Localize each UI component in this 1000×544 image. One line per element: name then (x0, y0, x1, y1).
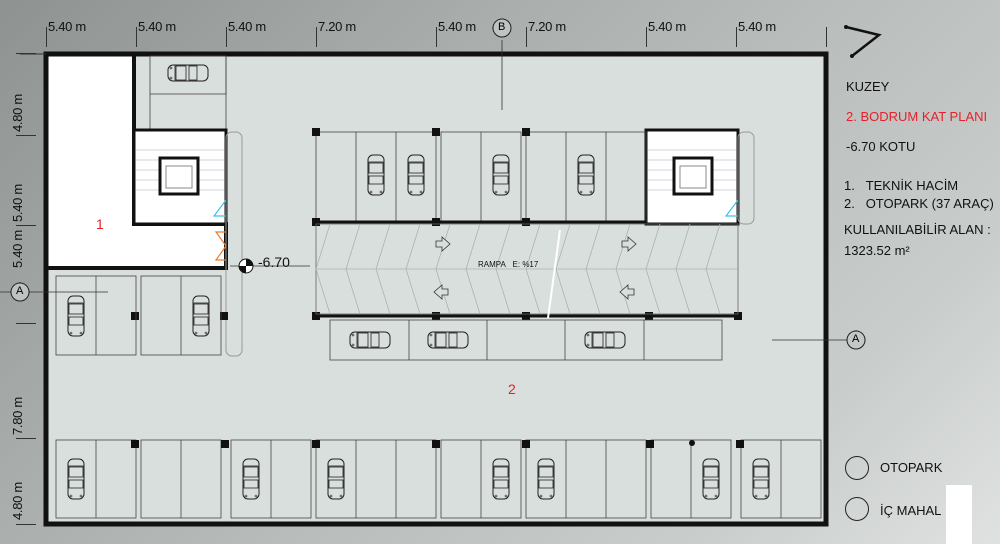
dimension-label: 5.40 m (138, 19, 176, 34)
legend-item-1: 1. TEKNİK HACİM (844, 178, 958, 193)
dimension-label: 5.40 m (228, 19, 266, 34)
room-number-1: 1 (96, 216, 104, 232)
section-marker-label: A (16, 285, 24, 297)
dimension-label: 7.20 m (528, 19, 566, 34)
level-marker-label: -6.70 (258, 254, 290, 270)
dimension-label: 5.40 m (738, 19, 776, 34)
dimension-tick (16, 438, 36, 439)
parking-row-left (55, 275, 222, 356)
level-marker-icon (238, 258, 254, 274)
room-number-2: 2 (508, 381, 516, 397)
door-blue (212, 199, 227, 217)
section-marker-label: B (498, 21, 506, 33)
legend-item-text: OTOPARK (37 ARAÇ) (865, 196, 994, 211)
north-label: KUZEY (846, 79, 890, 94)
dimension-tick (316, 27, 317, 47)
section-marker-b (492, 18, 512, 38)
ramp-slope: E: %17 (512, 260, 539, 269)
arrow-left-icon (433, 284, 635, 300)
legend-item-2: 2. OTOPARK (37 ARAÇ) (844, 196, 994, 211)
dimension-tick (226, 27, 227, 47)
key-circle-ic-mahal (845, 497, 869, 521)
dimension-tick (16, 225, 36, 226)
dimension-tick (16, 323, 36, 324)
level-label: -6.70 KOTU (846, 139, 916, 154)
north-arrow-icon (845, 25, 882, 57)
plan-title: 2. BODRUM KAT PLANI (846, 109, 988, 124)
ramp-label: RAMPA E: %17 (478, 260, 538, 269)
dimension-label: 7.20 m (318, 19, 356, 34)
section-marker-a-left (10, 282, 30, 302)
ramp-name: RAMPA (478, 260, 506, 269)
arrow-right-icon (435, 236, 637, 252)
area-value: 1323.52 m² (844, 243, 910, 258)
legend-item-number: 2. (844, 196, 855, 211)
dimension-label: 5.40 m (438, 19, 476, 34)
area-label: KULLANILABİLİR ALAN : (844, 222, 991, 237)
parking-row-middle (329, 319, 723, 361)
dimension-label: 5.40 m (48, 19, 86, 34)
legend-item-text: TEKNİK HACİM (865, 178, 959, 193)
key-circle-otopark (845, 456, 869, 480)
dimension-tick (136, 27, 137, 47)
dimension-tick (16, 135, 36, 136)
legend-item-number: 1. (844, 178, 855, 193)
dimension-tick (826, 27, 827, 47)
dimension-tick (526, 27, 527, 47)
dimension-tick (46, 27, 47, 47)
section-marker-a-right (846, 330, 866, 350)
section-marker-label: A (852, 333, 860, 345)
dimension-label: 5.40 m (648, 19, 686, 34)
ramp (315, 223, 739, 315)
dimension-tick (16, 524, 36, 525)
technical-room-area (48, 56, 226, 268)
door-blue (724, 199, 739, 217)
dimension-tick (736, 27, 737, 47)
dimension-tick (646, 27, 647, 47)
key-label-ic-mahal: İÇ MAHAL (880, 503, 942, 518)
outer-wall (43, 51, 829, 527)
parking-row-bottom (55, 439, 822, 519)
columns (131, 440, 744, 448)
key-label-otopark: OTOPARK (880, 460, 943, 475)
dimension-tick (436, 27, 437, 47)
